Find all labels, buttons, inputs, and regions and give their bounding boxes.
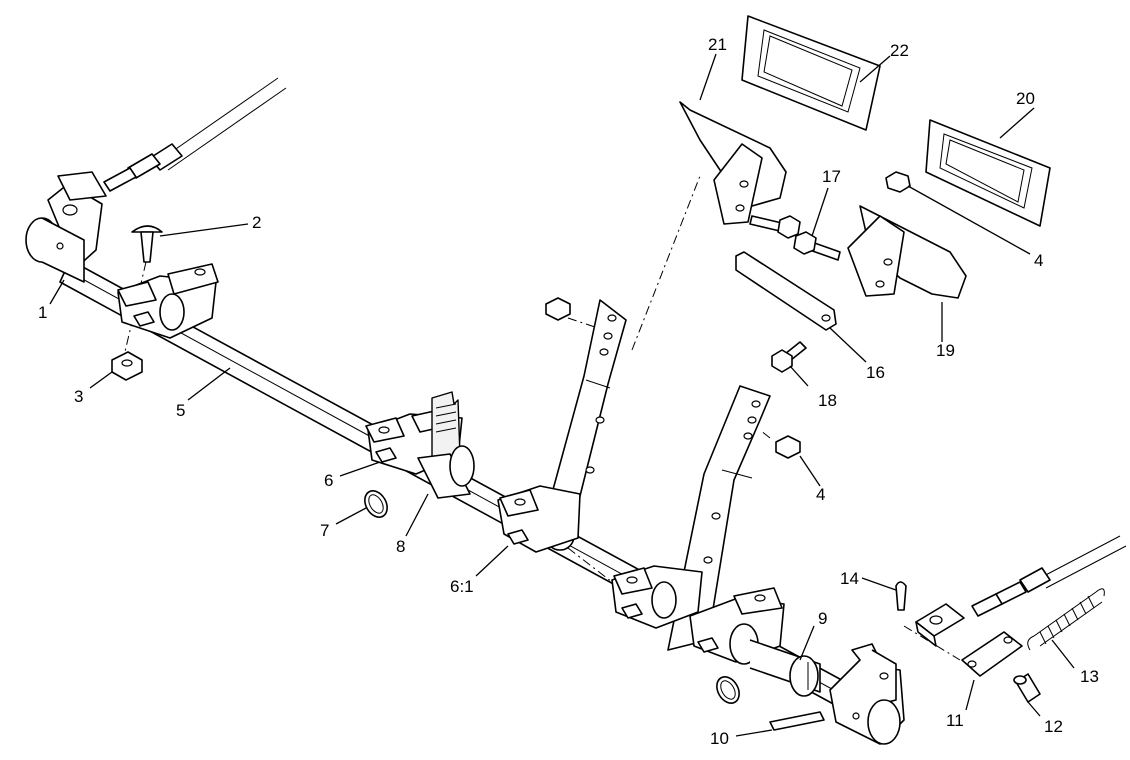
callout-12: 12 [1044, 717, 1063, 736]
callout-19: 19 [936, 341, 955, 360]
upper-cable [103, 77, 287, 192]
callout-14: 14 [840, 569, 859, 588]
carriage-bolt [123, 225, 163, 357]
callout-3: 3 [74, 387, 83, 406]
callout-17: 17 [822, 167, 841, 186]
clevis-pin [1013, 673, 1041, 703]
lower-cable [971, 535, 1127, 617]
retaining-ring-upper [364, 490, 388, 518]
pedal-pad-20 [925, 119, 1051, 227]
center-line-upper [631, 175, 701, 351]
nut-left-arm [545, 297, 599, 329]
retaining-ring-lower [716, 676, 740, 704]
nut-right-arm [759, 429, 801, 459]
callout-6-1: 6:1 [450, 577, 474, 596]
left-clevis-tube [25, 171, 107, 283]
center-line-cable [903, 625, 961, 661]
roll-pin [769, 711, 825, 731]
callout-labels: 1 2 3 5 6 7 8 6:1 9 10 11 12 13 14 16 17… [38, 35, 1099, 748]
callout-21: 21 [708, 35, 727, 54]
cotter-pin [895, 581, 907, 611]
link-plate [961, 631, 1023, 677]
callout-6: 6 [324, 471, 333, 490]
callout-9: 9 [818, 609, 827, 628]
link-bar [735, 251, 837, 331]
extension-spring [1027, 588, 1105, 651]
pedal-lower [847, 205, 967, 299]
bolt-17 [793, 231, 841, 261]
pedal-upper-bolt [749, 215, 801, 239]
left-arm-bearing-block [497, 485, 581, 553]
nut-pedal-lower [885, 171, 911, 193]
callout-16: 16 [866, 363, 885, 382]
callout-7: 7 [320, 521, 329, 540]
callout-4-upper: 4 [1034, 251, 1043, 270]
right-bearing-block-1 [611, 565, 703, 629]
callout-2: 2 [252, 213, 261, 232]
pedal-upper [679, 101, 787, 225]
bushing [417, 445, 475, 499]
callout-5: 5 [176, 401, 185, 420]
callout-22: 22 [890, 41, 909, 60]
bolt-18 [771, 341, 807, 373]
clevis-yoke [915, 603, 965, 647]
callout-1: 1 [38, 303, 47, 322]
pedal-pad-22 [741, 15, 881, 131]
short-shaft [749, 639, 821, 697]
callout-13: 13 [1080, 667, 1099, 686]
flange-nut [111, 351, 143, 381]
callout-4-lower: 4 [816, 485, 825, 504]
center-line-lower [567, 547, 613, 583]
callout-10: 10 [710, 729, 729, 748]
callout-18: 18 [818, 391, 837, 410]
right-clevis-tube [829, 643, 905, 745]
callout-20: 20 [1016, 89, 1035, 108]
callout-11: 11 [946, 711, 964, 730]
left-bearing-block [117, 263, 219, 339]
callout-8: 8 [396, 537, 405, 556]
leader-lines [49, 53, 1075, 737]
